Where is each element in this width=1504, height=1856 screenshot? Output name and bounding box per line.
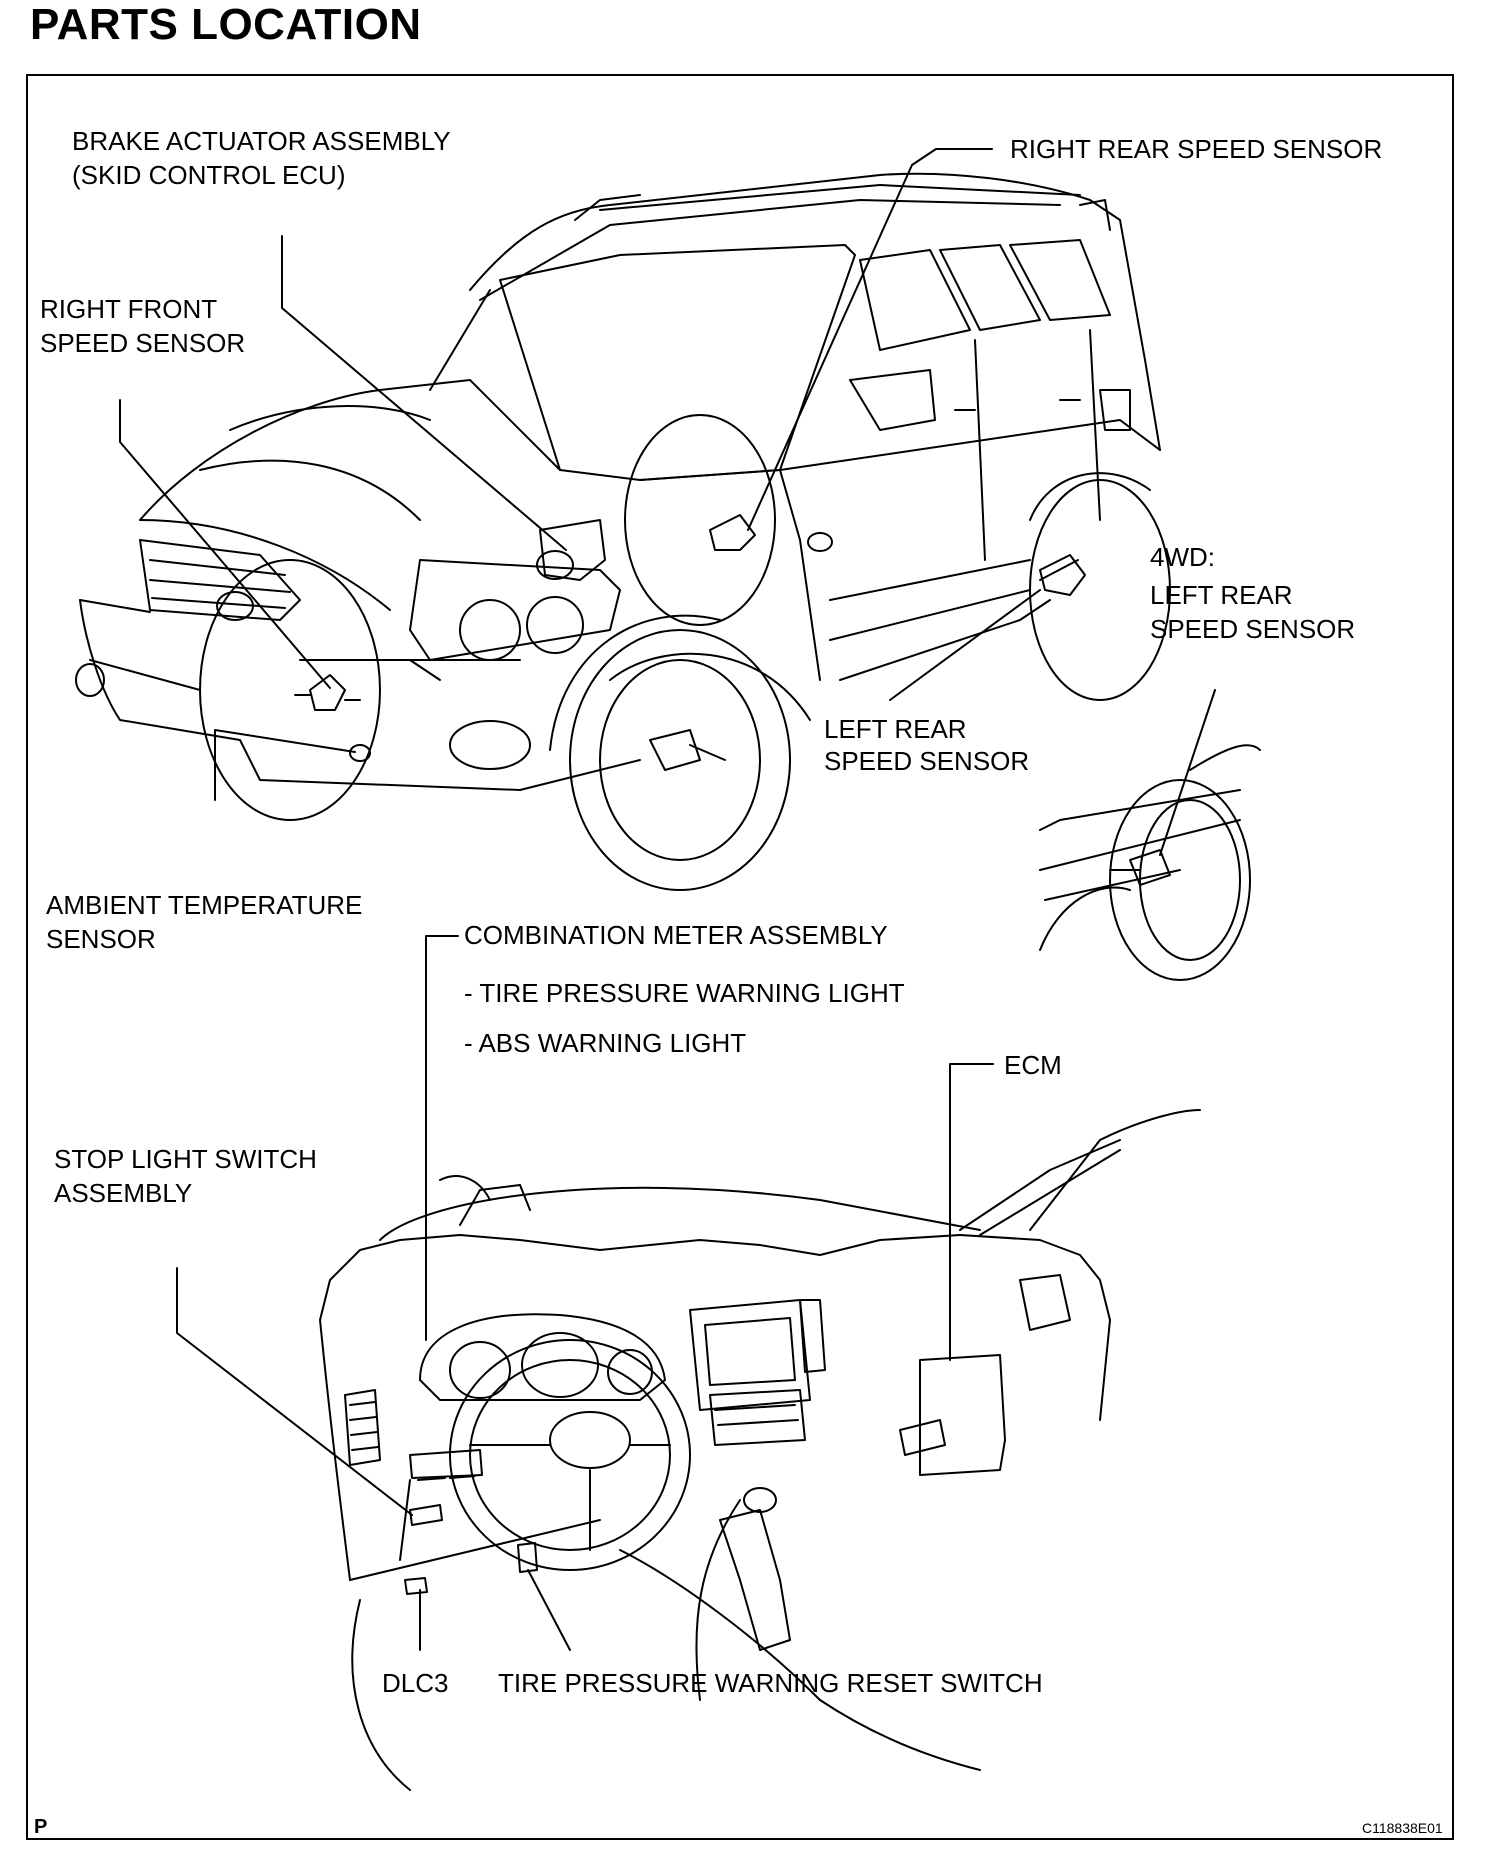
dlc3-shape [404,1577,428,1595]
leader-right-rear-speed [747,148,993,531]
leader-ecm [949,1063,994,1361]
label-4wd-speed-sensor: SPEED SENSOR [1150,614,1356,644]
label-skid-control-ecu: (SKID CONTROL ECU) [72,160,346,190]
dashboard-illustration [319,1109,1201,1791]
label-dlc3: DLC3 [382,1668,449,1698]
label-right-front: RIGHT FRONT [40,294,218,324]
stop-light-switch-shape [409,1504,443,1526]
label-combination-meter: COMBINATION METER ASSEMBLY [464,920,888,950]
4wd-inset-illustration [1039,744,1261,981]
label-4wd-left-rear: LEFT REAR [1150,580,1293,610]
leader-reset-switch [527,1569,571,1651]
label-brake-actuator: BRAKE ACTUATOR ASSEMBLY [72,126,451,156]
leader-right-front-speed [119,399,331,689]
reset-switch-shape [517,1542,538,1573]
leader-left-rear-speed [889,589,1041,701]
label-left-rear: LEFT REAR [824,714,967,744]
label-tire-pressure-reset-switch: TIRE PRESSURE WARNING RESET SWITCH [498,1668,1043,1698]
leader-4wd-left-rear [1039,559,1079,581]
label-right-front-speed-sensor: SPEED SENSOR [40,328,246,358]
ecm-shape [919,1354,1006,1476]
leader-ambient-temp [214,729,356,801]
label-ambient-temperature: AMBIENT TEMPERATURE [46,890,363,920]
leader-combination-meter [425,935,459,1341]
ambient-temperature-sensor-shape [349,744,371,762]
corner-mark: P [34,1816,48,1838]
label-tire-pressure-warning-light: - TIRE PRESSURE WARNING LIGHT [464,978,905,1008]
vehicle-illustration [75,172,1171,891]
right-front-sensor-shape [309,674,346,711]
label-4wd: 4WD: [1150,542,1215,572]
leader-brake-actuator [281,235,567,551]
leader-4wd-inset [1159,689,1216,856]
label-stop-light-assembly: ASSEMBLY [54,1178,193,1208]
label-ambient-sensor: SENSOR [46,924,156,954]
label-stop-light-switch: STOP LIGHT SWITCH [54,1144,317,1174]
brake-actuator-shape [539,519,606,581]
diagram-frame [26,74,1454,1840]
label-left-rear-speed-sensor: SPEED SENSOR [824,746,1030,776]
label-ecm: ECM [1004,1050,1062,1080]
page-title: PARTS LOCATION [30,0,422,49]
figure-code: C118838E01 [1362,1820,1443,1836]
leader-stop-light [176,1267,413,1516]
label-right-rear-speed-sensor: RIGHT REAR SPEED SENSOR [1010,134,1383,164]
label-abs-warning-light: - ABS WARNING LIGHT [464,1028,747,1058]
